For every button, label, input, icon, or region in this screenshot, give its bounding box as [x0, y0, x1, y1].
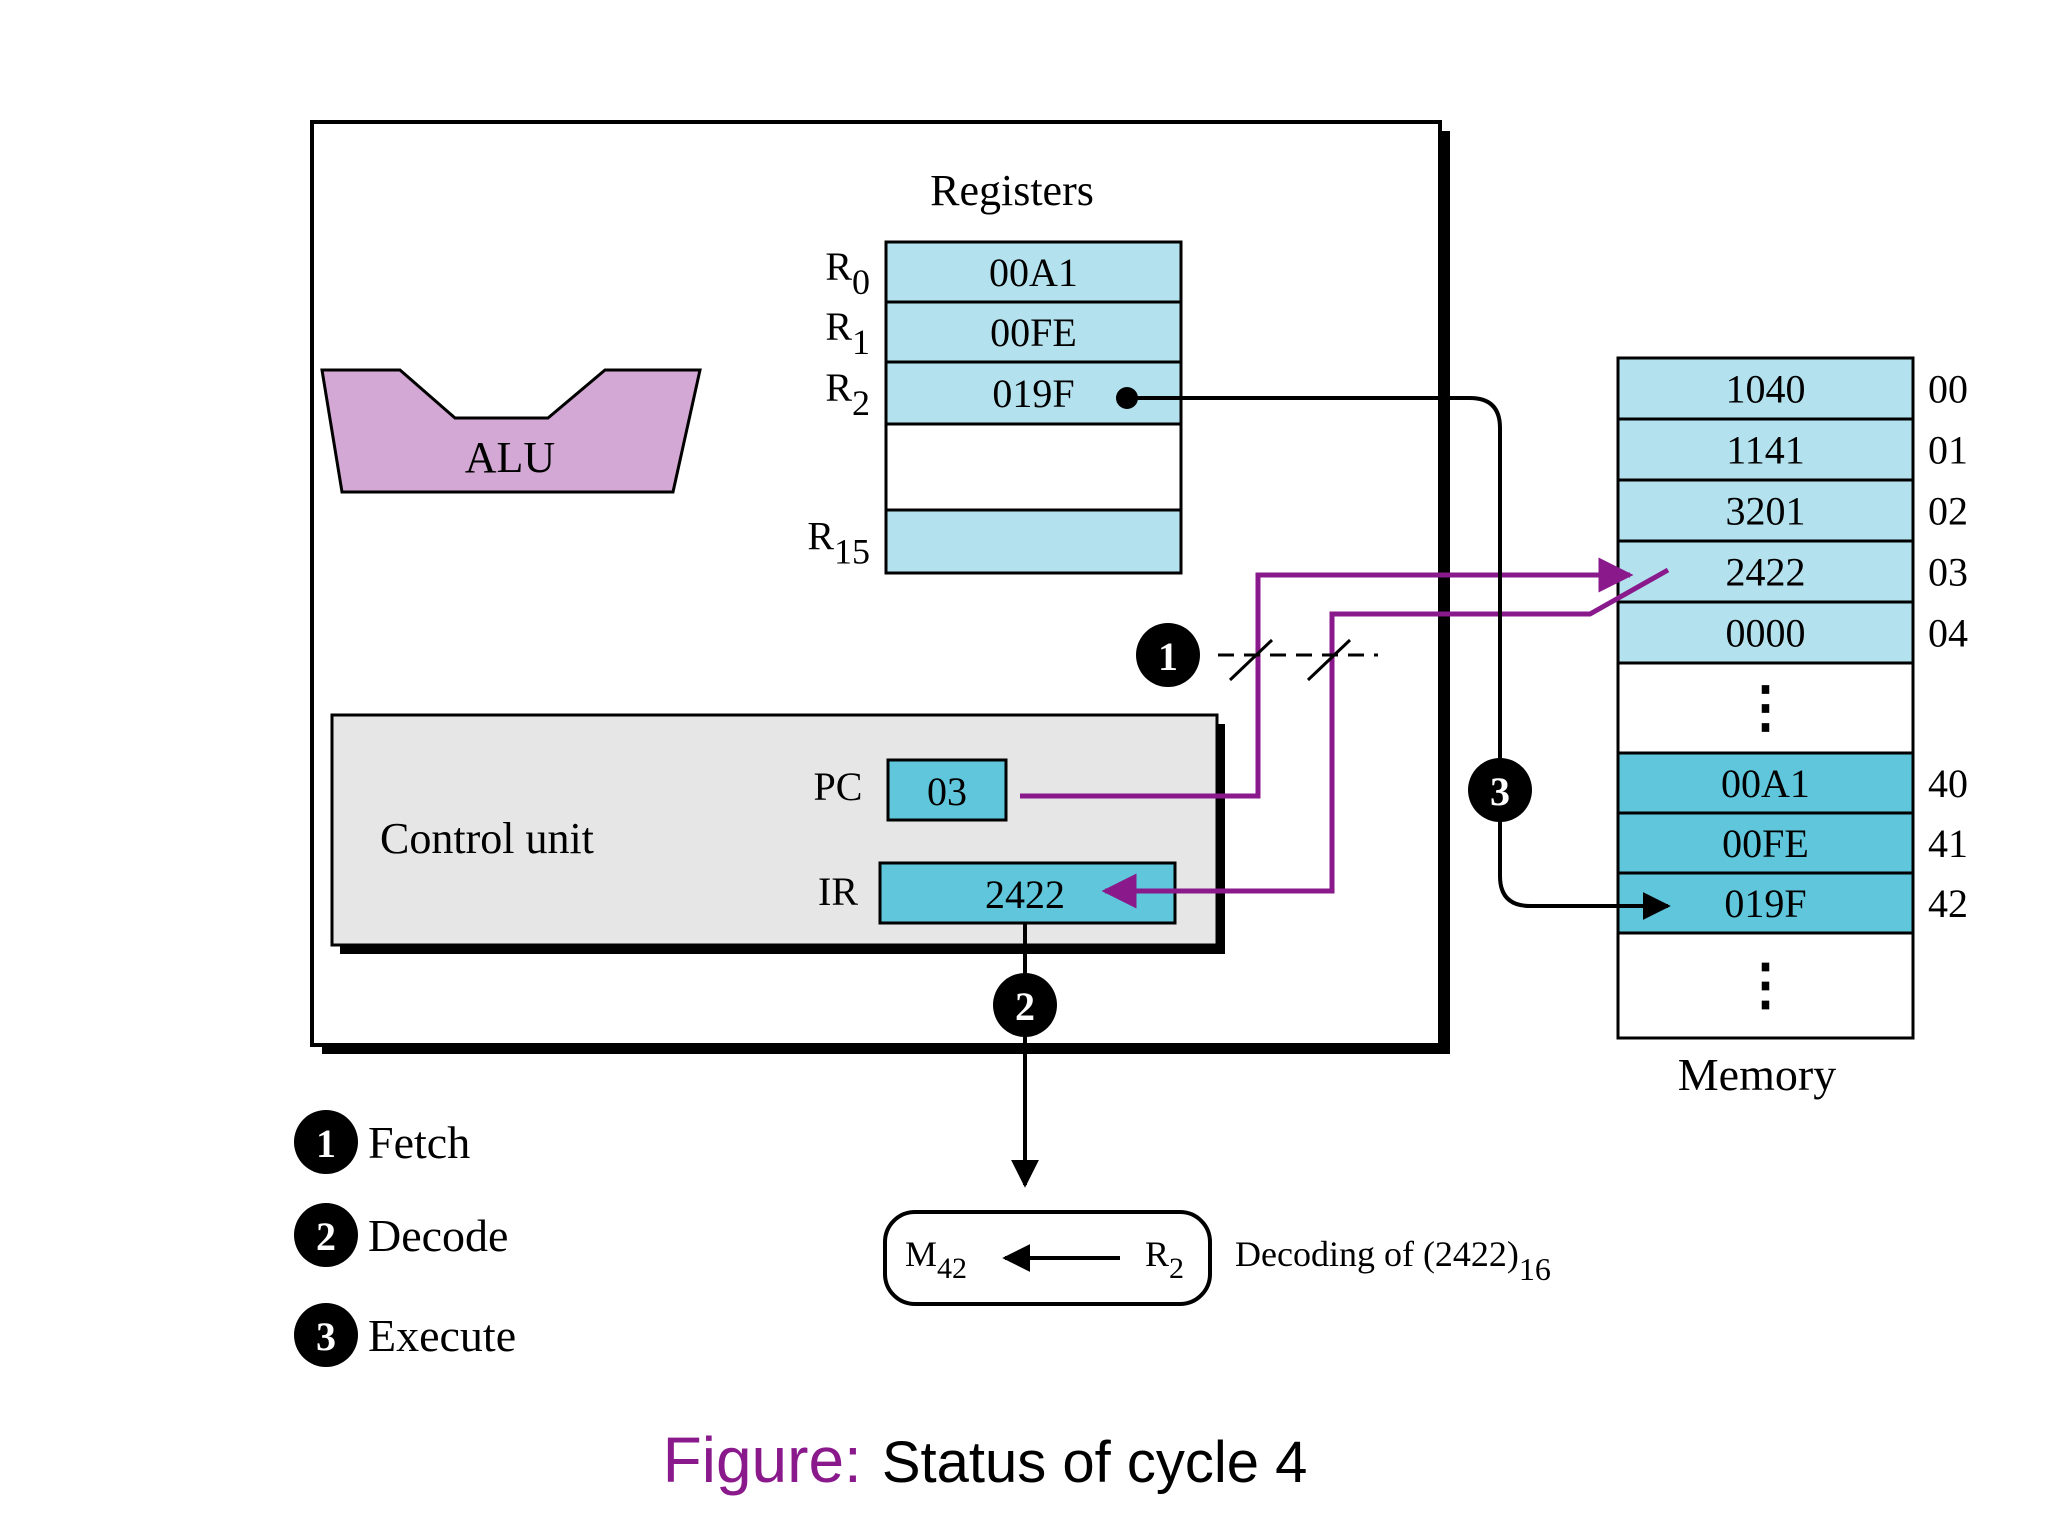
legend-decode: 2 Decode — [294, 1203, 508, 1267]
memory-address: 04 — [1928, 611, 1968, 656]
register-value: 00FE — [990, 310, 1077, 355]
alu-shape — [320, 368, 702, 494]
memory-cell — [1616, 356, 1915, 421]
legend-execute: 3 Execute — [294, 1303, 516, 1367]
pc-value: 03 — [927, 769, 967, 814]
decode-src: R2 — [1145, 1234, 1184, 1285]
memory-cell — [1616, 811, 1915, 875]
svg-text:2: 2 — [1015, 984, 1035, 1029]
control-unit-label: Control unit — [380, 814, 594, 863]
memory-ellipsis: ⋮ — [1738, 677, 1794, 739]
bus-slash-1 — [1228, 638, 1274, 682]
legend: 1 Fetch 2 Decode 3 Execute — [294, 1110, 516, 1367]
memory-address: 00 — [1928, 367, 1968, 412]
register-cell — [884, 422, 1183, 512]
memory-ellipsis: ⋮ — [1738, 955, 1794, 1017]
pc-to-memory-arrow — [1020, 557, 1634, 799]
register-name: R0 — [825, 244, 870, 302]
svg-text:1: 1 — [1158, 634, 1178, 679]
ir-label: IR — [818, 869, 858, 914]
legend-fetch: 1 Fetch — [294, 1110, 470, 1174]
memory-value: 0000 — [1726, 611, 1806, 656]
svg-text:3: 3 — [1490, 769, 1510, 814]
figure-caption-text: Status of cycle 4 — [882, 1430, 1308, 1495]
figure-caption: Figure: Status of cycle 4 — [663, 1424, 1308, 1496]
legend-decode-label: Decode — [368, 1210, 508, 1261]
memory-address: 40 — [1928, 761, 1968, 806]
memory-caption: Memory — [1678, 1049, 1836, 1100]
memory-cell — [1616, 478, 1915, 543]
memory-cell — [1616, 661, 1915, 755]
memory-value: 2422 — [1726, 550, 1806, 595]
memory-address: 01 — [1928, 428, 1968, 473]
svg-text:2: 2 — [316, 1214, 336, 1259]
bus-slash-2 — [1306, 638, 1352, 682]
figure-caption-prefix: Figure: — [663, 1424, 862, 1496]
ir-value: 2422 — [985, 872, 1065, 917]
memory-address: 03 — [1928, 550, 1968, 595]
register-name: R2 — [825, 365, 870, 423]
registers-heading: Registers — [930, 166, 1094, 215]
register-value: 00A1 — [989, 250, 1078, 295]
svg-text:1: 1 — [316, 1121, 336, 1166]
step-2-badge: 2 — [993, 973, 1057, 1037]
decode-note: Decoding of (2422)16 — [1235, 1234, 1551, 1287]
register-cell — [884, 240, 1183, 304]
memory-address: 42 — [1928, 881, 1968, 926]
register-cell — [884, 508, 1183, 575]
memory-value: 1040 — [1726, 367, 1806, 412]
register-name: R15 — [807, 514, 870, 572]
alu-label: ALU — [465, 433, 555, 482]
memory-address: 41 — [1928, 821, 1968, 866]
memory-address: 02 — [1928, 489, 1968, 534]
memory-value: 00A1 — [1721, 761, 1810, 806]
legend-fetch-label: Fetch — [368, 1117, 470, 1168]
memory-value: 00FE — [1722, 821, 1809, 866]
memory-cell — [1616, 417, 1915, 482]
memory-value: 1141 — [1726, 428, 1805, 473]
pc-register — [886, 758, 1008, 822]
memory-value: 3201 — [1726, 489, 1806, 534]
memory-cell — [1616, 931, 1915, 1040]
step-3-badge: 3 — [1468, 758, 1532, 822]
register-value: 019F — [992, 371, 1074, 416]
memory-to-ir-arrow — [1101, 567, 1670, 909]
decode-dest: M42 — [905, 1234, 967, 1285]
pc-label: PC — [814, 764, 863, 809]
register-name: R1 — [825, 304, 870, 362]
memory-cell — [1616, 751, 1915, 815]
step-1-badge: 1 — [1136, 623, 1200, 687]
memory-block: 1040 00 1141 01 3201 02 2422 03 0000 04 ⋮ 00A1 40 00F… — [1616, 356, 1968, 1040]
memory-value: 019F — [1724, 881, 1806, 926]
legend-execute-label: Execute — [368, 1310, 516, 1361]
r2-to-memory-arrow — [1127, 396, 1671, 920]
svg-text:3: 3 — [316, 1314, 336, 1359]
